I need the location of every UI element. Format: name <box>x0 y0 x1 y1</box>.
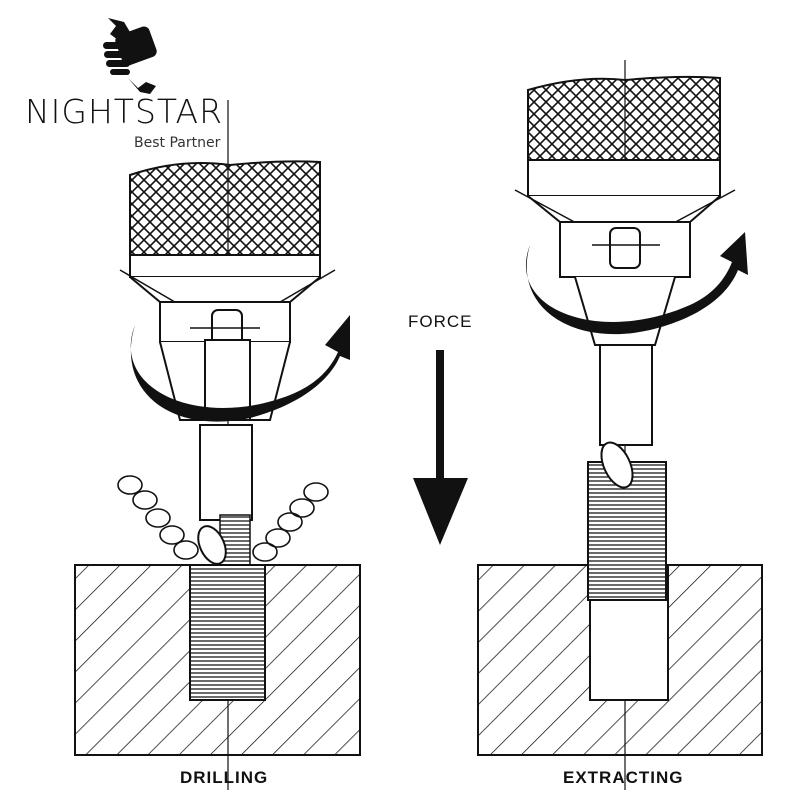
brand-tagline: Best Partner <box>134 135 221 151</box>
extracting-label: EXTRACTING <box>563 768 684 787</box>
brand-name: NIGHTSTAR <box>25 92 224 131</box>
rotation-arrow <box>130 315 350 422</box>
extracting-illustration <box>477 60 763 790</box>
chip-spiral-left <box>117 475 199 560</box>
drilling-label: DRILLING <box>180 768 269 787</box>
force-label: FORCE <box>408 312 473 331</box>
force-arrow <box>413 350 468 545</box>
chip-spiral-right <box>252 482 329 562</box>
rotation-arrow <box>525 232 748 335</box>
drilling-illustration <box>74 100 361 790</box>
fist-wrench-icon <box>103 18 157 94</box>
